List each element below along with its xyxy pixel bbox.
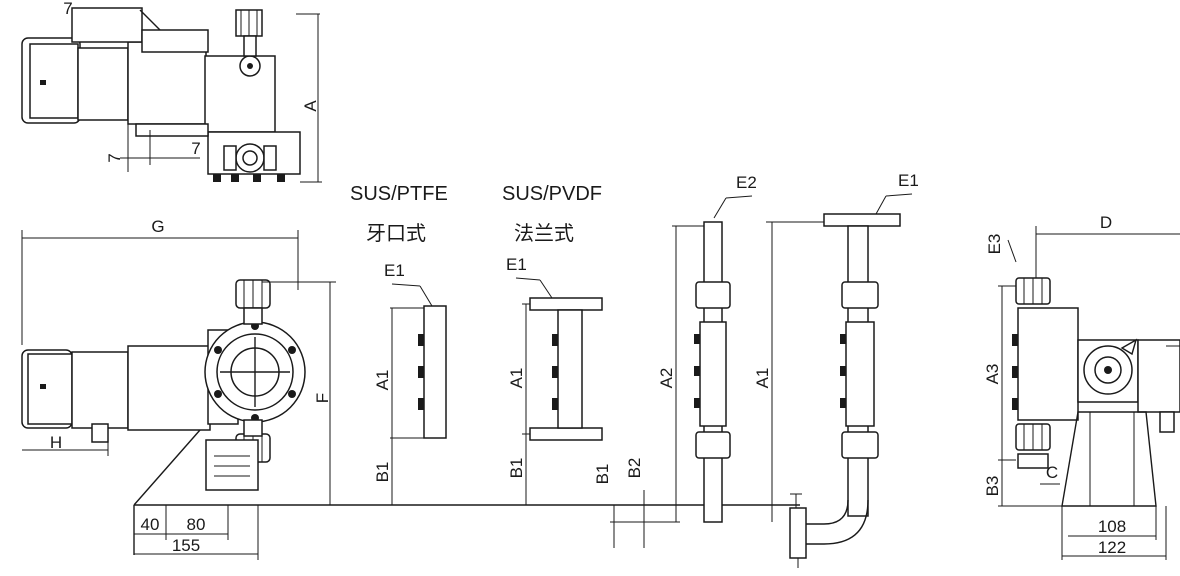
side-view: E3 D A3 B3 C <box>983 213 1180 560</box>
ptfe-material-label: SUS/PTFE <box>350 183 448 205</box>
top-view: A 7 7 7 <box>21 0 322 183</box>
dim-f-label: F <box>313 393 332 403</box>
b3-label: B3 <box>983 476 1002 497</box>
pvdf-material-label: SUS/PVDF <box>502 183 602 205</box>
dim-80-label: 80 <box>187 515 206 534</box>
e3-label: E3 <box>985 234 1004 255</box>
pvdf-e1-label: E1 <box>506 255 527 274</box>
e2-label: E2 <box>736 173 757 192</box>
dim-c-label: C <box>1046 463 1058 482</box>
pvdf-type-label: 法兰式 <box>514 222 574 245</box>
dim-122-label: 122 <box>1098 538 1126 557</box>
b1-b2-reference: B1 B2 <box>593 458 680 548</box>
pvdf-b1-label: B1 <box>507 458 526 479</box>
e1-pump-head: E1 A1 <box>753 171 919 568</box>
dim-a-label: A <box>301 100 320 112</box>
dim-h-label: H <box>50 433 62 452</box>
a3-label: A3 <box>983 364 1002 385</box>
dim-g-label: G <box>151 217 164 236</box>
a1-right-label: A1 <box>753 368 772 389</box>
e1-right-label: E1 <box>898 171 919 190</box>
dim-d-label: D <box>1100 213 1112 232</box>
pvdf-flanged-variant: SUS/PVDF 法兰式 E1 A1 B1 <box>502 183 603 505</box>
dim-7-bottom-label: 7 <box>191 139 200 158</box>
front-view: G F <box>21 217 800 560</box>
dim-40-label: 40 <box>141 515 160 534</box>
ptfe-type-label: 牙口式 <box>366 222 426 245</box>
ref-b1-label: B1 <box>593 464 612 485</box>
dim-108-label: 108 <box>1098 517 1126 536</box>
ptfe-b1-label: B1 <box>373 462 392 483</box>
ptfe-e1-label: E1 <box>384 261 405 280</box>
ptfe-threaded-variant: SUS/PTFE 牙口式 E1 A1 B1 <box>350 183 448 505</box>
dim-155-label: 155 <box>172 536 200 555</box>
ref-b2-label: B2 <box>625 458 644 479</box>
dim-7-top-label: 7 <box>63 0 72 18</box>
pvdf-a1-label: A1 <box>507 368 526 389</box>
e2-pump-head: E2 A2 <box>657 173 757 523</box>
ptfe-a1-label: A1 <box>373 370 392 391</box>
a2-label: A2 <box>657 368 676 389</box>
dim-7-side-label: 7 <box>105 153 124 162</box>
